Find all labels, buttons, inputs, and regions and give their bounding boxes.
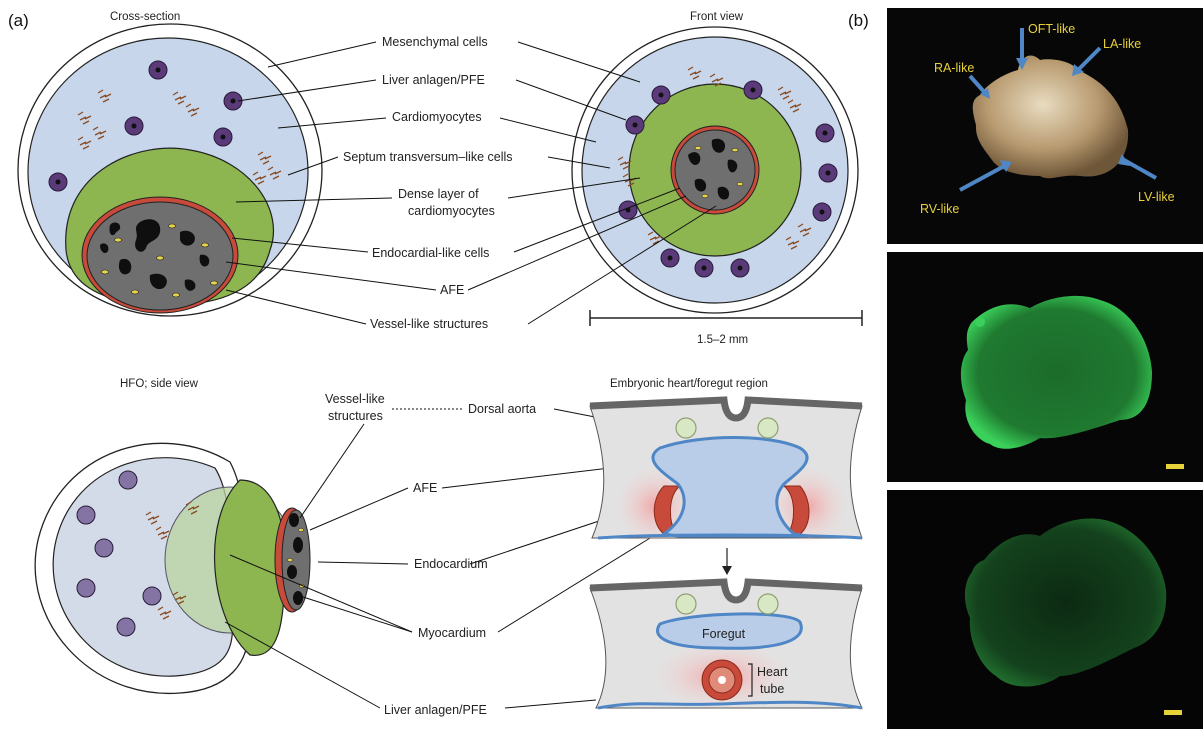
embryo-diagram: Embryonic heart/foregut region Foregut H… [590, 378, 862, 710]
scale-bar: 1.5–2 mm [590, 310, 862, 346]
label-liver-anlagen: Liver anlagen/PFE [382, 73, 485, 87]
photo-label-ra: RA-like [934, 61, 974, 75]
panel-a-label: (a) [8, 11, 29, 30]
label-mesenchymal: Mesenchymal cells [382, 35, 488, 49]
photo-label-la: LA-like [1103, 37, 1141, 51]
cross-section-labels: Mesenchymal cells Liver anlagen/PFE Card… [343, 35, 513, 331]
photo-label-oft: OFT-like [1028, 22, 1075, 36]
photo-label-lv: LV-like [1138, 190, 1175, 204]
label-dense-1: Dense layer of [398, 187, 479, 201]
label-cardiomyocytes: Cardiomyocytes [392, 110, 482, 124]
label-liver-bottom: Liver anlagen/PFE [384, 703, 487, 717]
label-afe-top: AFE [440, 283, 464, 297]
panel-b-label: (b) [848, 11, 869, 30]
label-vessel-like: Vessel-like structures [370, 317, 488, 331]
label-endocardium: Endocardium [414, 557, 488, 571]
label-afe-bottom: AFE [413, 481, 437, 495]
side-view-labels: Vessel-like structures Dorsal aorta AFE … [325, 392, 536, 717]
embryo-title: Embryonic heart/foregut region [610, 378, 768, 390]
photo-brightfield: OFT-like RA-like LA-like RV-like LV-like [887, 8, 1203, 244]
side-view-title: HFO; side view [120, 378, 199, 390]
cross-section-diagram: Cross-section [18, 11, 322, 316]
label-vessel-like-1: Vessel-like [325, 392, 385, 406]
scale-bar-label: 1.5–2 mm [697, 334, 748, 346]
front-view-title: Front view [690, 11, 744, 23]
label-dorsal-aorta: Dorsal aorta [468, 402, 536, 416]
photo-fluorescence-2 [887, 490, 1203, 729]
front-view-diagram: Front view [572, 11, 862, 346]
label-vessel-like-2: structures [328, 409, 383, 423]
label-septum: Septum transversum–like cells [343, 150, 513, 164]
label-tube: tube [760, 682, 784, 696]
photo-label-rv: RV-like [920, 202, 959, 216]
label-heart: Heart [757, 665, 788, 679]
label-endocardial: Endocardial-like cells [372, 246, 489, 260]
label-dense-2: cardiomyocytes [408, 204, 495, 218]
cross-section-title: Cross-section [110, 11, 180, 23]
label-foregut: Foregut [702, 627, 746, 641]
label-myocardium: Myocardium [418, 626, 486, 640]
photo-fluorescence-1 [887, 252, 1203, 482]
